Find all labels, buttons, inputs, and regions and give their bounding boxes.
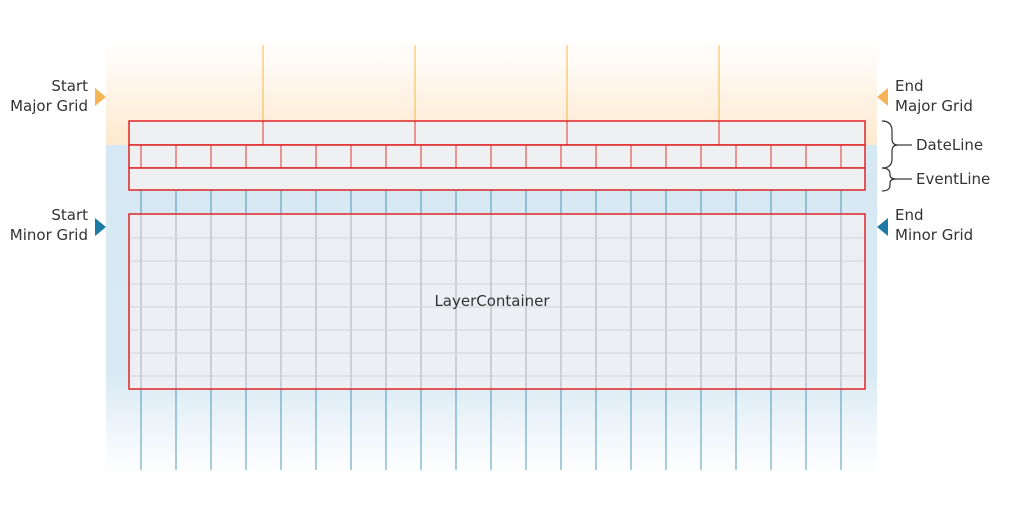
dateline-major-box <box>128 120 866 146</box>
layer-container-label: LayerContainer <box>434 292 550 310</box>
end-minor-label: End Minor Grid <box>895 205 973 245</box>
start-major-marker-icon <box>95 88 106 106</box>
end-minor-marker-icon <box>877 218 888 236</box>
start-major-label-line2: Major Grid <box>10 97 88 115</box>
start-major-label: Start Major Grid <box>10 76 88 116</box>
dateline-minor-ticks <box>140 145 842 168</box>
start-minor-label-line2: Minor Grid <box>9 226 88 244</box>
end-minor-label-line2: Minor Grid <box>895 226 974 244</box>
end-major-label-line2: Major Grid <box>895 97 973 115</box>
layer-container-box <box>128 213 866 390</box>
start-minor-marker-icon <box>95 218 106 236</box>
dateline-brace-icon <box>881 120 899 169</box>
dateline-label: DateLine <box>916 136 984 154</box>
dateline-minor-box <box>128 144 866 169</box>
eventline-brace-icon <box>881 167 897 192</box>
layer-container-lines <box>130 215 864 388</box>
end-minor-label-line1: End <box>895 206 924 224</box>
start-major-label-line1: Start <box>51 77 88 95</box>
end-major-marker-icon <box>877 88 888 106</box>
start-minor-label: Start Minor Grid <box>10 205 88 245</box>
dateline-major-ticks <box>262 121 720 145</box>
eventline-label: EventLine <box>916 170 991 188</box>
end-major-label: End Major Grid <box>895 76 973 116</box>
end-major-label-line1: End <box>895 77 924 95</box>
major-grid-lines <box>262 45 720 121</box>
eventline-box <box>128 167 866 191</box>
start-minor-label-line1: Start <box>51 206 88 224</box>
